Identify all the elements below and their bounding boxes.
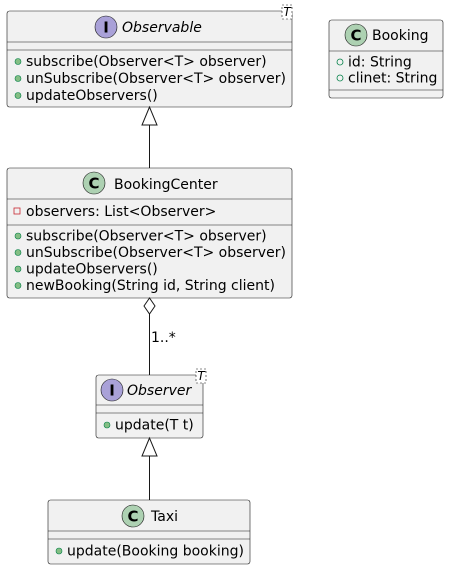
field: id: String bbox=[348, 55, 412, 71]
stereotype-letter: I bbox=[109, 382, 115, 400]
public-marker bbox=[103, 421, 111, 429]
public-marker bbox=[14, 75, 22, 82]
method: update(Booking booking) bbox=[67, 544, 244, 560]
method: subscribe(Observer<T> observer) bbox=[26, 229, 267, 245]
class-name: BookingCenter bbox=[114, 177, 218, 193]
multiplicity-label: 1..* bbox=[151, 330, 176, 346]
public-marker bbox=[14, 58, 22, 65]
class-name: Taxi bbox=[150, 509, 178, 525]
edge-taxi-observer bbox=[141, 436, 158, 500]
method: unSubscribe(Observer<T> observer) bbox=[26, 245, 286, 261]
class-badge bbox=[344, 23, 368, 47]
stereotype-letter: I bbox=[103, 19, 109, 37]
edge-bookingcenter-observer: 1..* bbox=[143, 297, 176, 375]
class-badge bbox=[82, 171, 106, 195]
class-observer[interactable]: I Observer T update(T t) bbox=[95, 368, 206, 439]
stereotype-letter: C bbox=[350, 27, 361, 45]
class-taxi[interactable]: C Taxi update(Booking booking) bbox=[47, 499, 251, 565]
class-name: Observer bbox=[127, 383, 192, 399]
class-booking[interactable]: C Booking id: String clinet: String bbox=[328, 19, 444, 99]
generic-param: T bbox=[197, 369, 206, 383]
field: observers: List<Observer> bbox=[26, 204, 216, 220]
class-observable[interactable]: I Observable T subscribe(Observer<T> obs… bbox=[6, 4, 292, 108]
field: clinet: String bbox=[348, 71, 437, 87]
method: unSubscribe(Observer<T> observer) bbox=[26, 71, 286, 87]
class-booking-center[interactable]: C BookingCenter observers: List<Observer… bbox=[6, 167, 293, 299]
public-marker bbox=[336, 74, 344, 82]
interface-badge bbox=[100, 378, 124, 402]
public-marker bbox=[336, 58, 344, 66]
public-marker bbox=[14, 265, 22, 273]
public-marker bbox=[14, 232, 22, 240]
private-marker bbox=[13, 207, 21, 215]
public-marker bbox=[14, 249, 22, 256]
method: subscribe(Observer<T> observer) bbox=[26, 54, 267, 70]
stereotype-letter: C bbox=[88, 175, 99, 193]
class-badge bbox=[121, 504, 145, 528]
method: updateObservers() bbox=[26, 262, 158, 278]
public-marker bbox=[14, 282, 22, 289]
stereotype-letter: C bbox=[127, 508, 138, 526]
class-name: Observable bbox=[122, 20, 202, 36]
method: newBooking(String id, String client) bbox=[26, 278, 275, 294]
edge-bookingcenter-observable bbox=[141, 105, 158, 168]
public-marker bbox=[55, 547, 63, 555]
method: update(T t) bbox=[115, 418, 194, 434]
interface-badge bbox=[94, 15, 118, 39]
method: updateObservers() bbox=[26, 88, 158, 104]
generic-param: T bbox=[283, 5, 292, 19]
public-marker bbox=[14, 92, 22, 99]
class-name: Booking bbox=[372, 28, 429, 44]
